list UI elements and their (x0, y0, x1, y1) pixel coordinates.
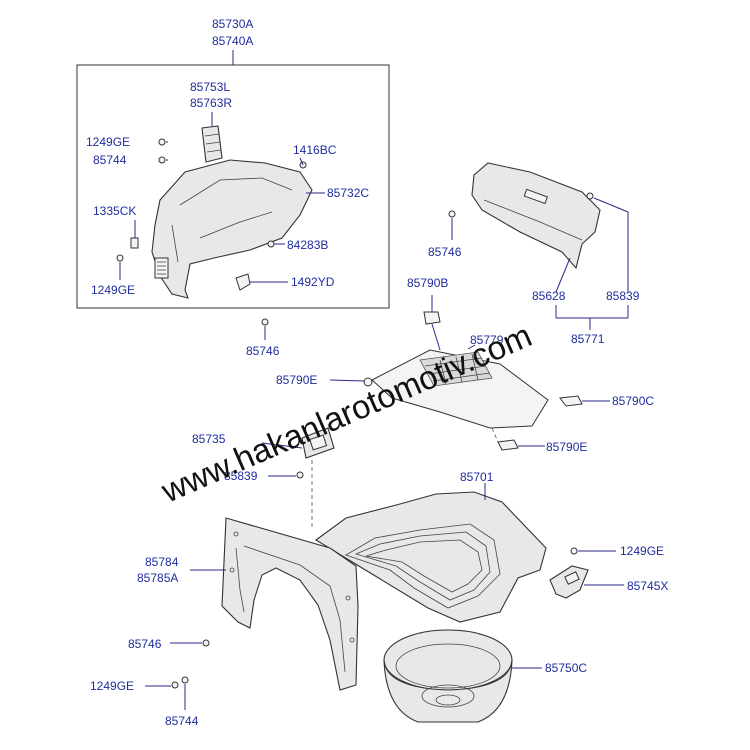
label-1249GE: 1249GE (86, 135, 130, 149)
hook-icon (559, 395, 583, 407)
hook-icon (363, 377, 373, 387)
cargo-net-part (371, 349, 549, 429)
label-85730A: 85730A (212, 17, 253, 31)
trunk-mat-part (315, 491, 547, 623)
label-1416BC: 1416BC (293, 143, 337, 157)
label-85785A: 85785A (137, 571, 178, 585)
label-85784: 85784 (145, 555, 179, 569)
package-tray-trim-part (471, 162, 601, 270)
label-1249GE: 1249GE (620, 544, 664, 558)
label-85628: 85628 (532, 289, 566, 303)
hook-icon (497, 439, 519, 451)
screw-icon (171, 681, 179, 689)
label-85790E: 85790E (546, 440, 587, 454)
label-85735: 85735 (192, 432, 226, 446)
label-1492YD: 1492YD (291, 275, 335, 289)
label-85790B: 85790B (407, 276, 448, 290)
clip-icon (267, 240, 275, 248)
clip-icon (202, 639, 210, 647)
clip-icon (448, 210, 456, 218)
label-1249GE: 1249GE (90, 679, 134, 693)
label-85839: 85839 (224, 469, 258, 483)
clip-icon (130, 237, 139, 249)
label-85750C: 85750C (545, 661, 587, 675)
label-85779: 85779 (470, 333, 504, 347)
screw-icon (116, 254, 124, 262)
label-85746: 85746 (128, 637, 162, 651)
part-labels: 85730A 85740A 85753L 85763R 1249GE 85744… (86, 17, 668, 728)
clip-icon (586, 192, 594, 200)
label-85744: 85744 (165, 714, 199, 728)
label-85745X: 85745X (627, 579, 668, 593)
screw-icon (158, 138, 166, 146)
side-panel-85784-part (221, 517, 359, 691)
clip-icon (158, 156, 166, 164)
label-85839: 85839 (606, 289, 640, 303)
label-85746: 85746 (428, 245, 462, 259)
label-85790E: 85790E (276, 373, 317, 387)
plug-icon (235, 273, 251, 291)
spare-tire-tub-part (383, 629, 513, 723)
label-85701: 85701 (460, 470, 494, 484)
label-84283B: 84283B (287, 238, 328, 252)
cover-85735-part (301, 427, 335, 459)
screw-icon (570, 547, 578, 555)
label-85790C: 85790C (612, 394, 654, 408)
label-85744: 85744 (93, 153, 127, 167)
hook-85745X-part (549, 565, 589, 599)
label-1249GE: 1249GE (91, 283, 135, 297)
clip-icon (181, 676, 189, 684)
label-85740A: 85740A (212, 34, 253, 48)
clip-icon (261, 318, 269, 326)
label-85763R: 85763R (190, 96, 232, 110)
hook-icon (423, 311, 441, 325)
label-1335CK: 1335CK (93, 204, 136, 218)
label-85732C: 85732C (327, 186, 369, 200)
cover-85753L-part (201, 125, 223, 163)
screw-icon (296, 471, 304, 479)
label-85746: 85746 (246, 344, 280, 358)
label-85771: 85771 (571, 332, 605, 346)
trunk-side-trim-part (151, 159, 313, 299)
label-85753L: 85753L (190, 80, 230, 94)
